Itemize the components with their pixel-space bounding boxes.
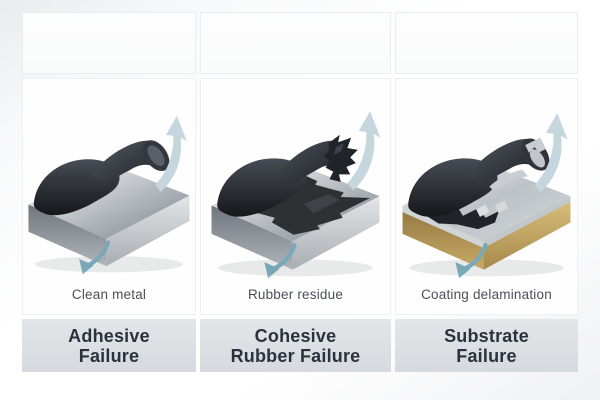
metal-block-front-face [28, 204, 107, 267]
gold-block-front-face [402, 205, 484, 270]
peeled-strip-end-inner [529, 149, 545, 168]
metal-block-top-face [28, 164, 190, 239]
torn-coating-fleck [476, 204, 490, 217]
peeled-strip-end-inner [147, 145, 165, 166]
title-line: Cohesive [254, 325, 337, 346]
coating-side-edge [483, 196, 571, 248]
title-line: Adhesive [68, 325, 150, 346]
caption-rubber-residue: Rubber residue [247, 287, 344, 302]
inspect-down-arrow-icon [455, 243, 488, 279]
torn-coating-fleck [494, 200, 509, 214]
header-cell-cohesive [200, 12, 391, 74]
residue-highlight [303, 194, 340, 214]
caption-coating-delamination: Coating delamination [421, 287, 552, 302]
panel-cohesive-failure: Rubber residue [200, 78, 391, 315]
coating-front-edge [402, 205, 484, 248]
failure-modes-figure: Clean metal [22, 12, 578, 372]
rubber-residue-layer [220, 171, 371, 235]
title-line: Substrate [444, 325, 529, 346]
rubber-residue-illustration [211, 111, 381, 279]
clean-metal-illustration [28, 115, 190, 275]
coating-on-strip-end [525, 137, 546, 153]
peel-direction-arrow-icon [534, 113, 568, 193]
metal-block-front-face [211, 205, 293, 270]
caption-clean-metal: Clean metal [71, 287, 147, 302]
metal-block-side-face [106, 195, 190, 267]
label-cohesive-rubber-failure: Cohesive Rubber Failure [200, 319, 391, 372]
metal-block-side-face [292, 196, 380, 270]
torn-strip-end [323, 134, 358, 182]
panel-substrate-failure: Coating delamination [395, 78, 578, 315]
label-substrate-failure: Substrate Failure [395, 319, 578, 372]
title-line: Rubber Failure [230, 345, 361, 366]
peel-direction-arrow-icon [347, 111, 381, 191]
label-adhesive-failure: Adhesive Failure [22, 319, 196, 372]
torn-strip-texture [334, 143, 344, 155]
title-line: Failure [456, 345, 517, 366]
coating-delamination-illustration [402, 113, 571, 279]
panel-adhesive-failure: Clean metal [22, 78, 196, 315]
inspect-down-arrow-icon [264, 243, 297, 279]
coating-on-strip-underside [489, 169, 529, 192]
header-cell-adhesive [22, 12, 196, 74]
gold-block-side-face [483, 196, 571, 270]
peel-direction-arrow-icon [155, 115, 187, 192]
inspect-down-arrow-icon [79, 240, 111, 275]
header-cell-substrate [395, 12, 578, 74]
title-line: Failure [78, 345, 140, 366]
